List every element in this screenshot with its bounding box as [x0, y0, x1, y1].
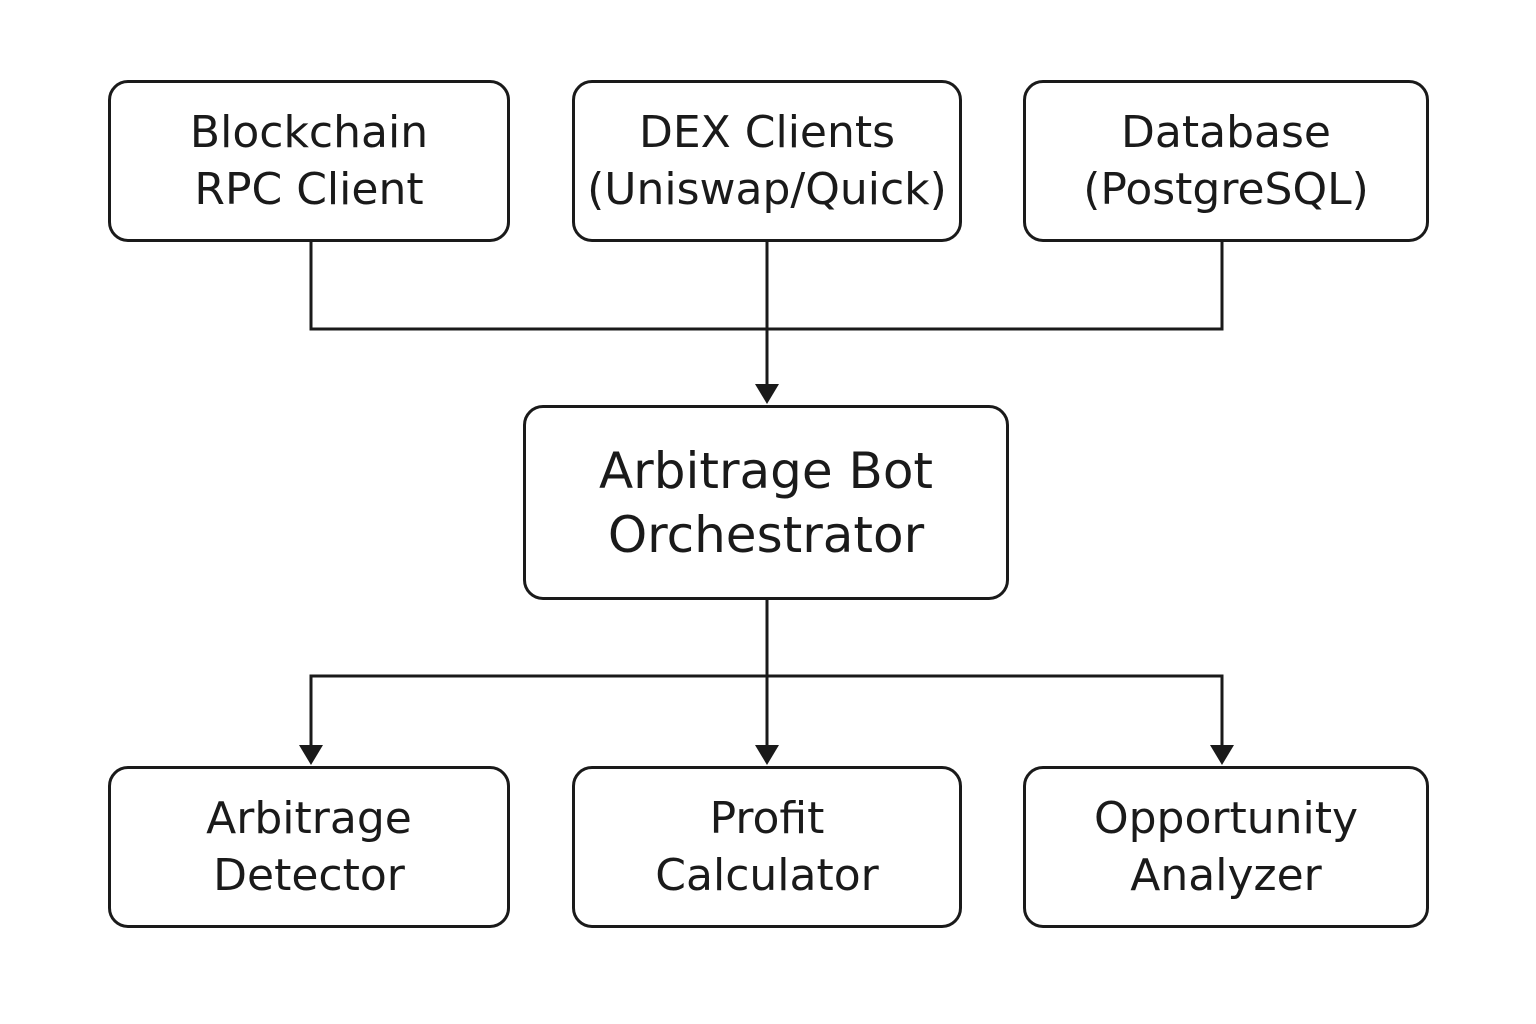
node-label-line: Detector	[213, 850, 405, 901]
node-label-line: (Uniswap/Quick)	[587, 164, 947, 215]
blockchain-rpc-client-box: Blockchain RPC Client	[108, 80, 510, 242]
node-label-line: (PostgreSQL)	[1083, 164, 1369, 215]
node-label-line: Calculator	[655, 850, 879, 901]
arbitrage-detector-box: Arbitrage Detector	[108, 766, 510, 928]
node-label-line: Orchestrator	[607, 505, 925, 564]
dex-clients-box: DEX Clients (Uniswap/Quick)	[572, 80, 962, 242]
node-label-line: Blockchain	[189, 107, 429, 158]
node-label-line: Arbitrage	[206, 793, 412, 844]
node-label-line: RPC Client	[194, 164, 424, 215]
database-box: Database (PostgreSQL)	[1023, 80, 1429, 242]
arrowhead-to-analyzer	[1210, 745, 1234, 765]
node-label-line: Database	[1121, 107, 1331, 158]
arrowhead-to-profit	[755, 745, 779, 765]
profit-calculator-box: Profit Calculator	[572, 766, 962, 928]
opportunity-analyzer-box: Opportunity Analyzer	[1023, 766, 1429, 928]
arrowhead-to-orchestrator	[755, 384, 779, 404]
arrowhead-to-detector	[299, 745, 323, 765]
node-label-line: DEX Clients	[638, 107, 896, 158]
arbitrage-bot-orchestrator-box: Arbitrage Bot Orchestrator	[523, 405, 1009, 600]
node-label-line: Profit	[709, 793, 825, 844]
node-label-line: Analyzer	[1130, 850, 1322, 901]
node-label-line: Opportunity	[1093, 793, 1359, 844]
node-label-line: Arbitrage Bot	[598, 441, 934, 500]
